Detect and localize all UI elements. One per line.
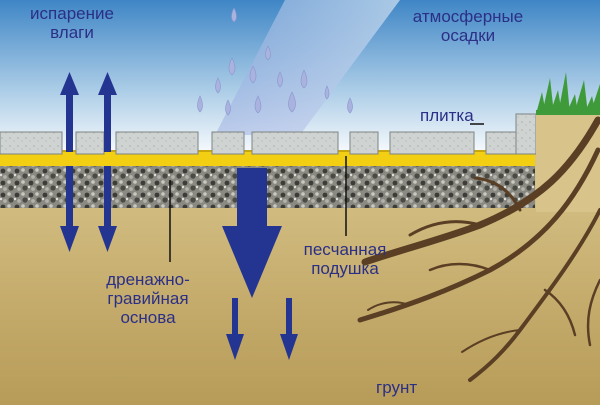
tile (0, 132, 62, 154)
precipitation-label: атмосферные осадки (398, 7, 538, 45)
tile (390, 132, 474, 154)
tile (486, 132, 516, 154)
tile (252, 132, 338, 154)
sand-label: песчанная подушка (285, 240, 405, 278)
tile (350, 132, 378, 154)
tile-label: плитка (420, 106, 474, 125)
soil-label: грунт (376, 378, 417, 397)
tile (212, 132, 244, 154)
evaporation-label: испарение влаги (22, 4, 122, 42)
drainage-label: дренажно- гравийная основа (88, 270, 208, 327)
curb (516, 114, 536, 154)
tile (76, 132, 104, 154)
gravel-layer (0, 166, 535, 208)
tile (116, 132, 198, 154)
